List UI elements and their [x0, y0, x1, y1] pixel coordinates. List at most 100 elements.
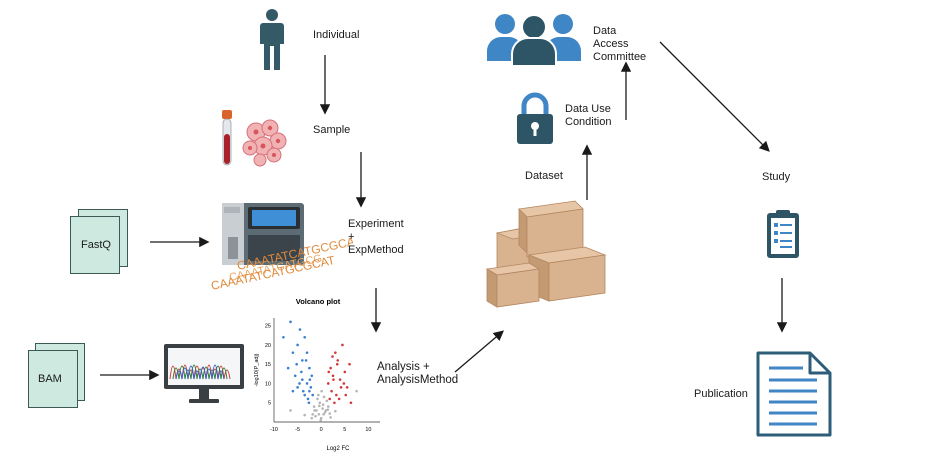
y-tick-label: 20	[265, 343, 271, 349]
bam-label: BAM	[38, 373, 62, 385]
chart-title: Volcano plot	[296, 297, 341, 306]
data-point	[309, 386, 313, 389]
data-point	[332, 378, 335, 381]
data-point	[344, 393, 348, 397]
data-point	[314, 414, 317, 418]
data-point	[310, 416, 314, 420]
data-point	[345, 386, 349, 389]
volcano-plot: Volcano plot -log10(P_adj) Log2 FC 5 10 15…	[254, 297, 380, 452]
data-point	[305, 382, 309, 385]
data-point	[334, 409, 337, 413]
data-point	[295, 362, 298, 366]
person-icon	[260, 9, 284, 70]
data-point	[303, 393, 306, 397]
x-tick-label: 0	[320, 427, 323, 433]
data-point	[326, 408, 330, 411]
data-point	[335, 393, 338, 397]
data-point	[310, 374, 314, 378]
fastq-file-icon	[70, 216, 120, 274]
y-tick-label: 10	[265, 381, 271, 387]
data-point	[355, 389, 358, 393]
sequencer-icon: CAAATATCATGCGCAT CAAATATCATGCG CAAATATCA…	[210, 203, 353, 293]
publication-label: Publication	[694, 388, 748, 400]
data-point	[318, 401, 322, 405]
data-use-condition-label: Data Use Condition	[565, 103, 612, 128]
dataset-boxes-icon	[485, 200, 607, 308]
document-icon	[756, 351, 832, 437]
data-point	[296, 343, 299, 347]
dataset-label: Dataset	[525, 170, 563, 182]
data-point	[306, 397, 310, 401]
data-point	[330, 389, 333, 393]
individual-label: Individual	[313, 29, 360, 41]
data-point	[311, 393, 315, 397]
y-axis-label: -log10(P_adj)	[254, 353, 260, 386]
data-point	[334, 351, 337, 354]
arrow-analysis-dataset	[454, 330, 504, 373]
y-tick-label: 5	[268, 401, 271, 407]
data-point	[335, 362, 339, 366]
data-point	[298, 382, 301, 385]
data-point	[328, 412, 331, 415]
committee-group-icon	[487, 14, 581, 67]
clipboard-icon	[767, 210, 799, 258]
data-point	[342, 382, 346, 385]
data-point	[315, 409, 318, 412]
data-point	[317, 393, 320, 397]
data-point	[348, 362, 351, 366]
study-label: Study	[762, 171, 791, 183]
data-access-committee-label: Data Access Committee	[593, 25, 647, 63]
data-point	[349, 401, 353, 405]
data-point	[320, 389, 323, 393]
data-point	[303, 335, 306, 339]
data-point	[322, 412, 325, 416]
data-point	[341, 343, 344, 347]
monitor-icon	[164, 344, 244, 403]
data-point	[301, 359, 304, 362]
data-point	[317, 412, 321, 416]
data-point	[296, 386, 299, 389]
data-point	[307, 401, 311, 405]
data-point	[289, 409, 292, 412]
data-point	[286, 366, 290, 370]
data-point	[327, 370, 331, 374]
data-point	[329, 366, 332, 370]
arrow-dac-study	[659, 41, 770, 152]
data-point	[304, 359, 308, 362]
analysis-label: Analysis + AnalysisMethod	[377, 361, 459, 386]
data-point	[311, 412, 315, 416]
data-point	[308, 378, 312, 381]
data-point	[316, 397, 319, 401]
data-point	[333, 401, 336, 405]
data-point	[322, 395, 326, 399]
y-tick-label: 15	[265, 362, 271, 368]
data-point	[312, 405, 316, 408]
data-point	[323, 411, 327, 414]
data-point	[305, 351, 309, 354]
data-point	[339, 386, 343, 389]
data-point	[338, 378, 342, 381]
data-point	[301, 378, 304, 381]
bam-file-icon	[28, 350, 78, 408]
data-point	[328, 397, 331, 401]
data-point	[282, 335, 285, 339]
data-point	[321, 403, 325, 406]
data-point	[321, 407, 324, 410]
data-point	[343, 370, 347, 374]
data-point	[300, 370, 303, 374]
data-point	[337, 397, 341, 401]
data-point	[319, 418, 323, 422]
x-axis-label: Log2 FC	[326, 446, 350, 452]
data-point	[293, 374, 297, 378]
data-point	[308, 389, 311, 393]
data-point	[291, 389, 295, 393]
data-point	[326, 382, 330, 385]
data-point	[289, 320, 292, 324]
data-point	[308, 366, 311, 370]
fastq-label: FastQ	[81, 239, 111, 251]
data-point	[331, 355, 334, 358]
data-point	[336, 359, 340, 362]
data-point	[313, 409, 316, 412]
